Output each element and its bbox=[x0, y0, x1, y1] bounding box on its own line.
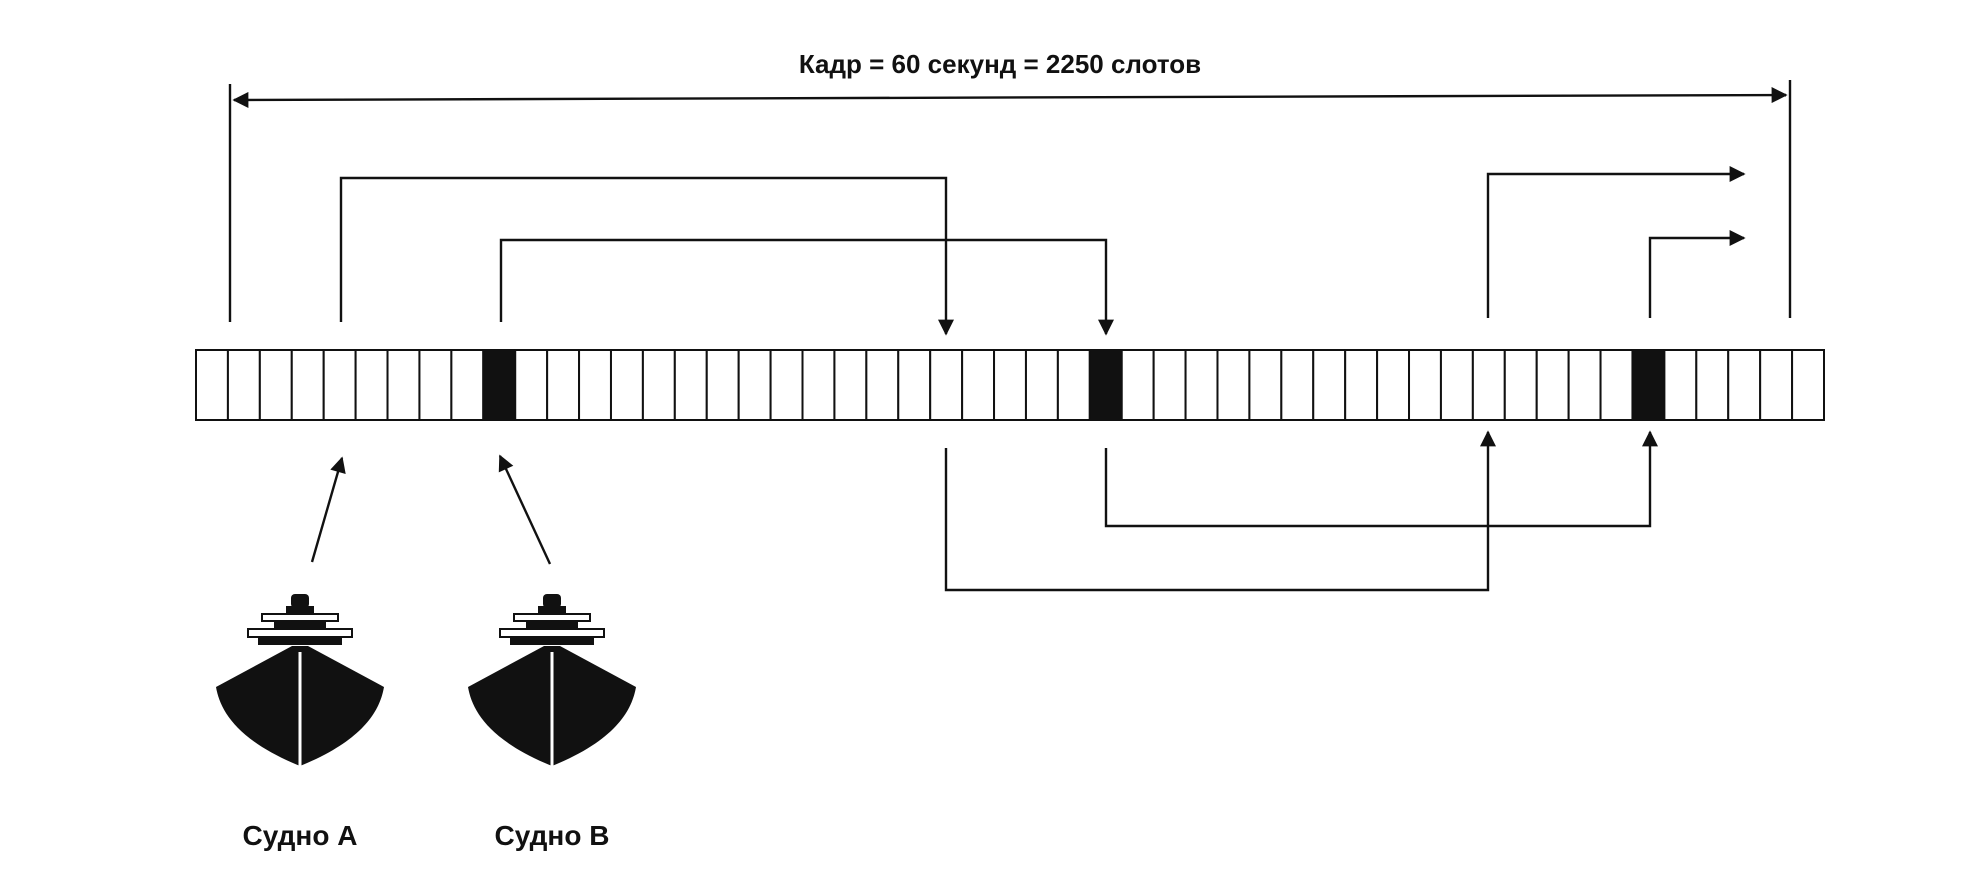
time-slot bbox=[1727, 349, 1762, 421]
time-slot bbox=[322, 349, 357, 421]
time-slot bbox=[578, 349, 612, 421]
time-slot bbox=[769, 349, 804, 421]
time-slot bbox=[1759, 349, 1794, 421]
ship-b-icon bbox=[468, 594, 636, 766]
time-slot bbox=[1312, 349, 1347, 421]
time-slot bbox=[897, 349, 932, 421]
time-slot bbox=[290, 349, 325, 421]
time-slot bbox=[993, 349, 1027, 421]
time-slot bbox=[1344, 349, 1379, 421]
time-slot bbox=[833, 349, 868, 421]
time-slot bbox=[1695, 349, 1730, 421]
time-slot bbox=[609, 349, 644, 421]
frame-label: Кадр = 60 секунд = 2250 слотов bbox=[799, 49, 1201, 79]
time-slot bbox=[641, 349, 676, 421]
time-slot bbox=[450, 349, 485, 421]
time-slot bbox=[1216, 349, 1251, 421]
ship-a-reservation-arrow bbox=[339, 176, 954, 336]
ship-b-reservation-arrow bbox=[499, 238, 1114, 336]
time-slot bbox=[1663, 349, 1698, 421]
time-slot bbox=[1280, 349, 1315, 421]
time-slot bbox=[865, 349, 900, 421]
time-slot bbox=[1471, 349, 1506, 421]
time-slot bbox=[258, 349, 293, 421]
time-slot bbox=[1120, 349, 1155, 421]
time-slot bbox=[226, 349, 261, 421]
time-slot bbox=[195, 349, 229, 421]
time-slot bbox=[961, 349, 996, 421]
time-slot bbox=[705, 349, 740, 421]
time-slot bbox=[1056, 349, 1091, 421]
time-slot bbox=[1408, 349, 1442, 421]
time-slot bbox=[514, 349, 549, 421]
ship-a-next-slot-arrow bbox=[944, 430, 1496, 592]
time-slot bbox=[1439, 349, 1474, 421]
reserved-slot bbox=[482, 349, 517, 421]
time-slot bbox=[1791, 349, 1825, 421]
slot-timeline bbox=[195, 349, 1825, 421]
time-slot bbox=[1184, 349, 1219, 421]
reserved-slot bbox=[1631, 349, 1666, 421]
time-slot bbox=[1024, 349, 1059, 421]
vessel-b-label: Судно B bbox=[495, 820, 610, 851]
time-slot bbox=[1152, 349, 1187, 421]
time-slot bbox=[1535, 349, 1570, 421]
time-slot bbox=[737, 349, 772, 421]
time-slot bbox=[386, 349, 421, 421]
ship-b-to-slot-arrow bbox=[498, 454, 552, 565]
ship-b-next-slot-arrow bbox=[1104, 430, 1658, 528]
time-slot bbox=[418, 349, 453, 421]
vessel-a-label: Судно A bbox=[243, 820, 358, 851]
ship-a-to-slot-arrow bbox=[310, 456, 346, 563]
time-slot bbox=[546, 349, 581, 421]
time-slot bbox=[1248, 349, 1283, 421]
time-slot bbox=[673, 349, 708, 421]
time-slot bbox=[1567, 349, 1602, 421]
time-slot bbox=[1376, 349, 1411, 421]
time-slot bbox=[929, 349, 964, 421]
ship-a-icon bbox=[216, 594, 384, 766]
reserved-slot bbox=[1088, 349, 1123, 421]
ship-a-continue-arrow bbox=[1486, 166, 1746, 318]
time-slot bbox=[1599, 349, 1634, 421]
time-slot bbox=[801, 349, 836, 421]
frame-span-arrow bbox=[232, 87, 1788, 108]
ship-b-continue-arrow bbox=[1648, 230, 1746, 318]
time-slot bbox=[354, 349, 389, 421]
time-slot bbox=[1503, 349, 1538, 421]
